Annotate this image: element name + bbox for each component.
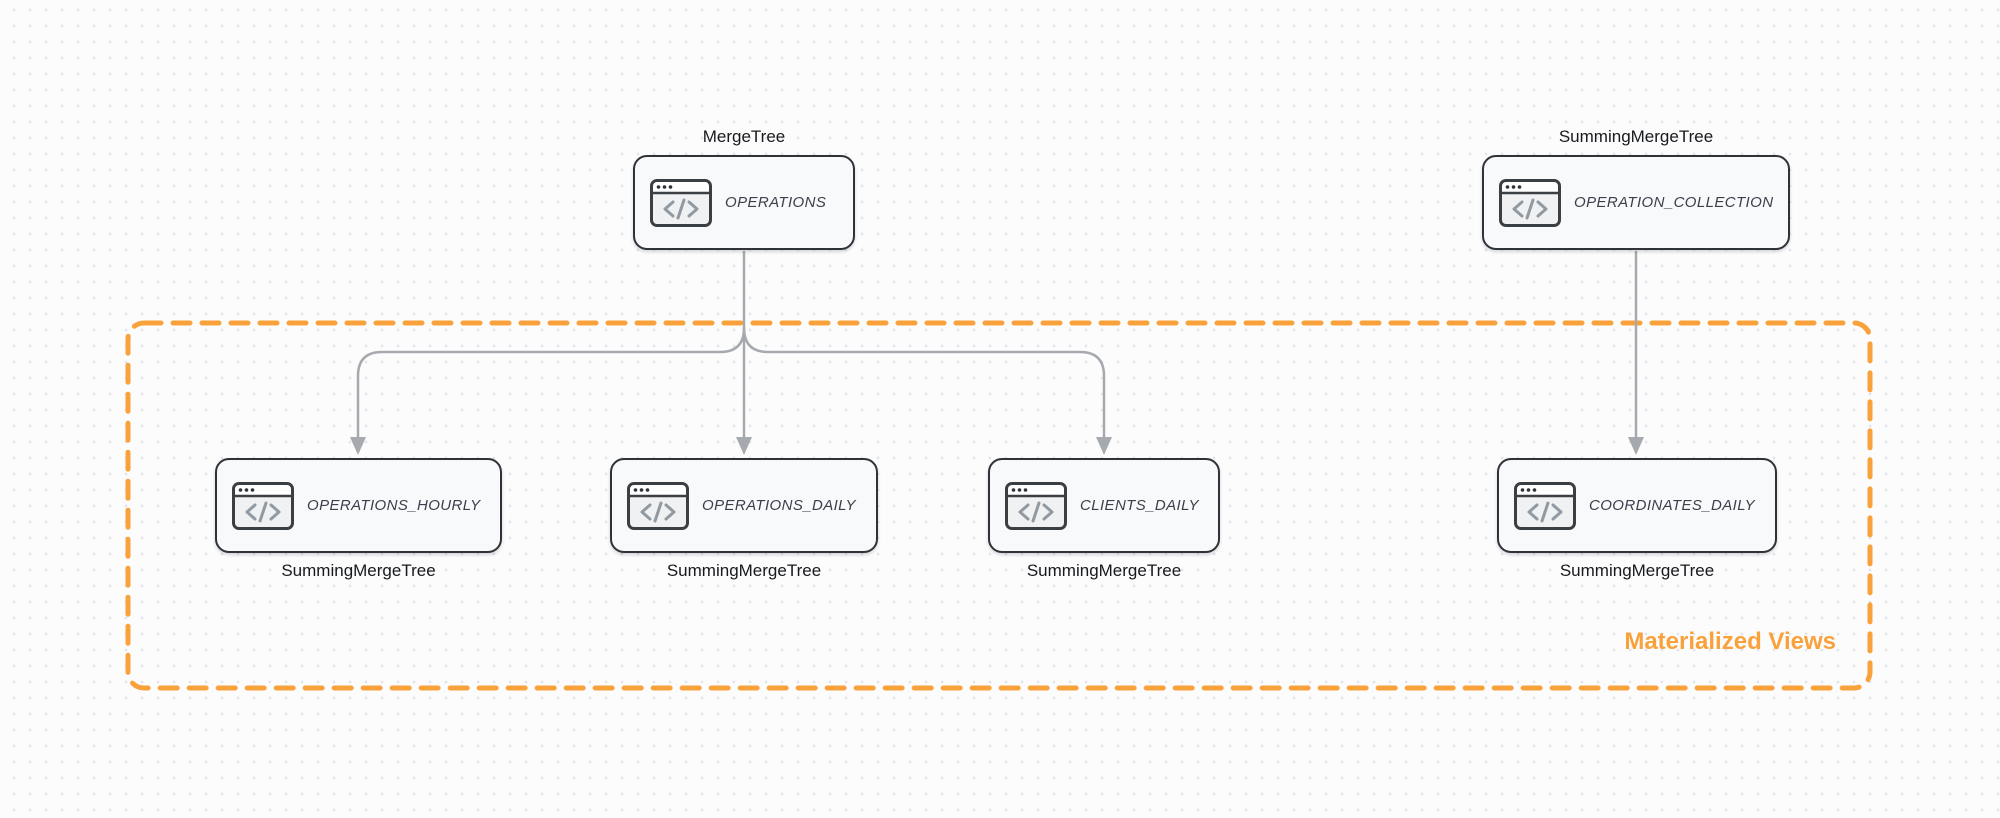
table-label: OPERATIONS_HOURLY <box>307 497 481 514</box>
edge-operations-to-operations-hourly <box>356 326 746 440</box>
arrowhead-icon <box>1628 437 1644 455</box>
materialized-views-group-border <box>125 320 1873 691</box>
node-operations-daily[interactable]: OPERATIONS_DAILY <box>610 458 878 553</box>
edge-operations-to-clients-daily <box>742 326 1106 440</box>
code-window-icon <box>1499 178 1561 227</box>
node-group-operation-collection: SummingMergeTree OPERATION_COLLECTION <box>1482 127 1790 250</box>
code-window-icon <box>627 481 689 530</box>
engine-label: SummingMergeTree <box>1026 561 1182 580</box>
engine-label: MergeTree <box>702 127 786 146</box>
materialized-views-label: Materialized Views <box>1624 628 1836 655</box>
table-label: COORDINATES_DAILY <box>1589 497 1756 514</box>
arrowhead-icon <box>350 437 366 455</box>
node-operation-collection[interactable]: OPERATION_COLLECTION <box>1482 155 1790 250</box>
arrowhead-icon <box>736 437 752 455</box>
engine-label: SummingMergeTree <box>1558 127 1714 146</box>
node-group-clients-daily: CLIENTS_DAILY SummingMergeTree <box>988 458 1220 581</box>
table-label: OPERATION_COLLECTION <box>1574 194 1774 211</box>
node-group-operations: MergeTree OPERATIONS <box>633 127 855 250</box>
code-window-icon <box>1005 481 1067 530</box>
engine-label: SummingMergeTree <box>1559 561 1715 580</box>
table-label: OPERATIONS_DAILY <box>702 497 856 514</box>
node-clients-daily[interactable]: CLIENTS_DAILY <box>988 458 1220 553</box>
node-group-operations-daily: OPERATIONS_DAILY SummingMergeTree <box>610 458 878 581</box>
node-coordinates-daily[interactable]: COORDINATES_DAILY <box>1497 458 1777 553</box>
arrowhead-icon <box>1096 437 1112 455</box>
node-group-operations-hourly: OPERATIONS_HOURLY SummingMergeTree <box>215 458 502 581</box>
table-label: CLIENTS_DAILY <box>1080 497 1199 514</box>
code-window-icon <box>232 481 294 530</box>
code-window-icon <box>650 178 712 227</box>
node-group-coordinates-daily: COORDINATES_DAILY SummingMergeTree <box>1497 458 1777 581</box>
engine-label: SummingMergeTree <box>666 561 822 580</box>
node-operations[interactable]: OPERATIONS <box>633 155 855 250</box>
code-window-icon <box>1514 481 1576 530</box>
table-label: OPERATIONS <box>725 194 827 211</box>
node-operations-hourly[interactable]: OPERATIONS_HOURLY <box>215 458 502 553</box>
engine-label: SummingMergeTree <box>281 561 436 580</box>
